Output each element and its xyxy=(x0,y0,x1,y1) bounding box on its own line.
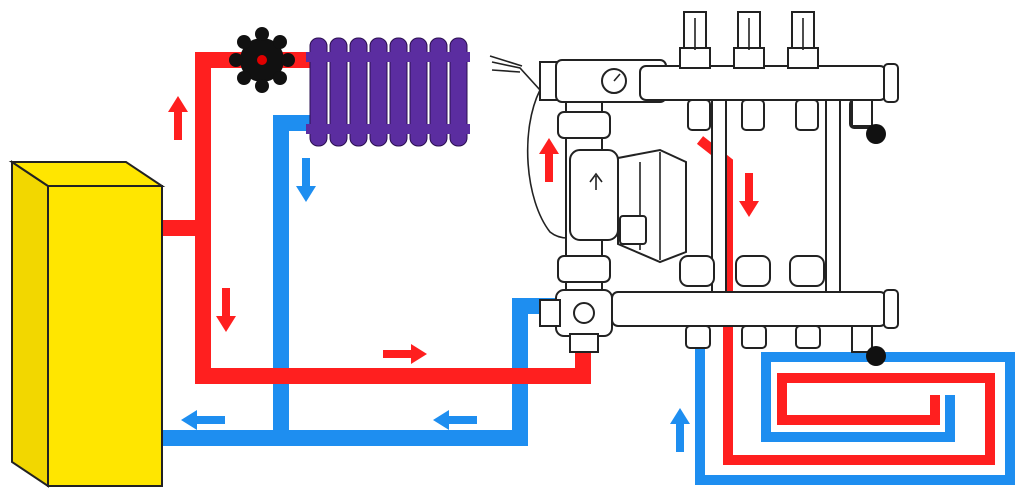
flow-arrow-boiler-supply-down xyxy=(216,288,236,332)
manifold-assembly xyxy=(489,11,899,366)
radiator-fin xyxy=(389,37,408,147)
return-pipe-floor xyxy=(695,332,1015,485)
supply-manifold xyxy=(639,63,899,103)
flow-meters xyxy=(679,11,819,69)
flow-arrow-radiator-return xyxy=(296,158,316,202)
radiator-fin xyxy=(349,37,368,147)
radiator-fin xyxy=(409,37,428,147)
flow-arrow-supply-to-mixer xyxy=(383,344,427,364)
three-way-mixing-valve xyxy=(539,289,613,353)
radiator-header xyxy=(306,52,470,62)
valve-knob-dot xyxy=(257,55,267,65)
radiator-header xyxy=(306,124,470,134)
supply-pipe-to-mixer xyxy=(195,228,591,384)
radiator-fin xyxy=(369,37,388,147)
supply-pipe-floor xyxy=(696,136,995,465)
boiler xyxy=(8,160,166,488)
flow-arrow-pump-up xyxy=(539,138,559,182)
pump-housing xyxy=(569,149,619,241)
flow-arrow-return-to-boiler xyxy=(181,410,225,430)
flow-arrow-manifold-down xyxy=(739,173,759,217)
radiator-fin xyxy=(329,37,348,147)
drain-valve xyxy=(851,325,886,366)
circulation-pump xyxy=(569,148,687,264)
flow-meter xyxy=(787,11,819,69)
valve-knob xyxy=(229,27,295,93)
radiator-fin xyxy=(429,37,448,147)
boiler-side xyxy=(11,160,49,488)
return-caps xyxy=(679,255,825,349)
return-pipe-radiator xyxy=(273,115,310,438)
flow-arrow-loop-return-up xyxy=(670,408,690,452)
flow-arrow-mixer-return xyxy=(433,410,477,430)
radiator-fin xyxy=(309,37,328,147)
radiator xyxy=(306,37,470,147)
flow-arrows xyxy=(168,96,759,452)
boiler-front xyxy=(47,185,163,487)
flow-meter xyxy=(679,11,711,69)
supply-pipe-main xyxy=(162,52,315,236)
radiator-fin xyxy=(449,37,468,147)
drain-valve xyxy=(851,99,886,144)
return-manifold xyxy=(611,289,899,329)
flow-meter xyxy=(733,11,765,69)
flow-arrow-boiler-riser xyxy=(168,96,188,140)
